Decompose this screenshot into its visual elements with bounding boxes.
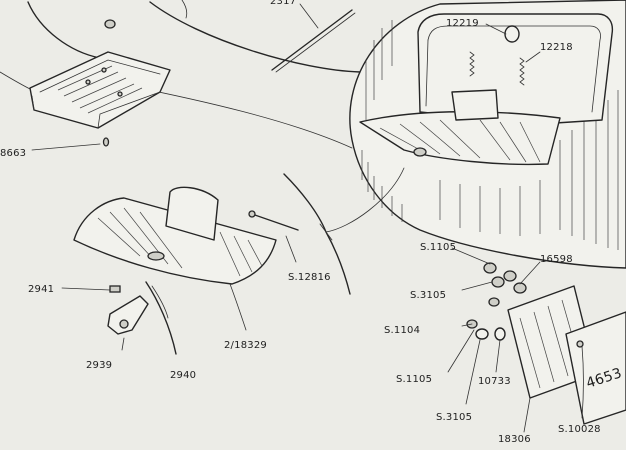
label-2940: 2940	[170, 370, 196, 381]
label-s1104: S.1104	[384, 325, 420, 336]
body-outline-lines	[0, 0, 361, 149]
label-10733: 10733	[478, 376, 511, 387]
label-s1105-top: S.1105	[420, 242, 456, 253]
nut-top-left	[104, 19, 116, 29]
fastener-cluster	[447, 247, 541, 405]
label-16598: 16598	[540, 254, 573, 265]
label-s1105-bottom: S.1105	[396, 374, 432, 385]
rod-2317	[271, 3, 356, 73]
label-2939: 2939	[86, 360, 112, 371]
label-s12816: S.12816	[288, 272, 331, 283]
spring-2940	[145, 281, 177, 355]
label-s10028: S.10028	[558, 424, 601, 435]
license-plate	[565, 311, 626, 425]
label-2941: 2941	[28, 284, 54, 295]
step-plate-mounted	[359, 89, 561, 166]
label-8663: 8663	[0, 148, 26, 159]
label-s3105-top: S.3105	[410, 290, 446, 301]
step-plate-loose	[73, 186, 277, 331]
label-18306: 18306	[498, 434, 531, 445]
pin-s12816	[248, 210, 299, 263]
label-12218: 12218	[540, 42, 573, 53]
tray-part	[29, 51, 171, 129]
bracket-2939	[107, 295, 149, 351]
label-12219: 12219	[446, 18, 479, 29]
label-s3105-bottom: S.3105	[436, 412, 472, 423]
screw-8663	[31, 137, 110, 151]
springs	[469, 23, 541, 86]
leader-lines	[283, 167, 405, 295]
label-18329: 2/18329	[224, 340, 267, 351]
screw-2941	[61, 285, 121, 293]
label-2317: 2317	[270, 0, 296, 7]
